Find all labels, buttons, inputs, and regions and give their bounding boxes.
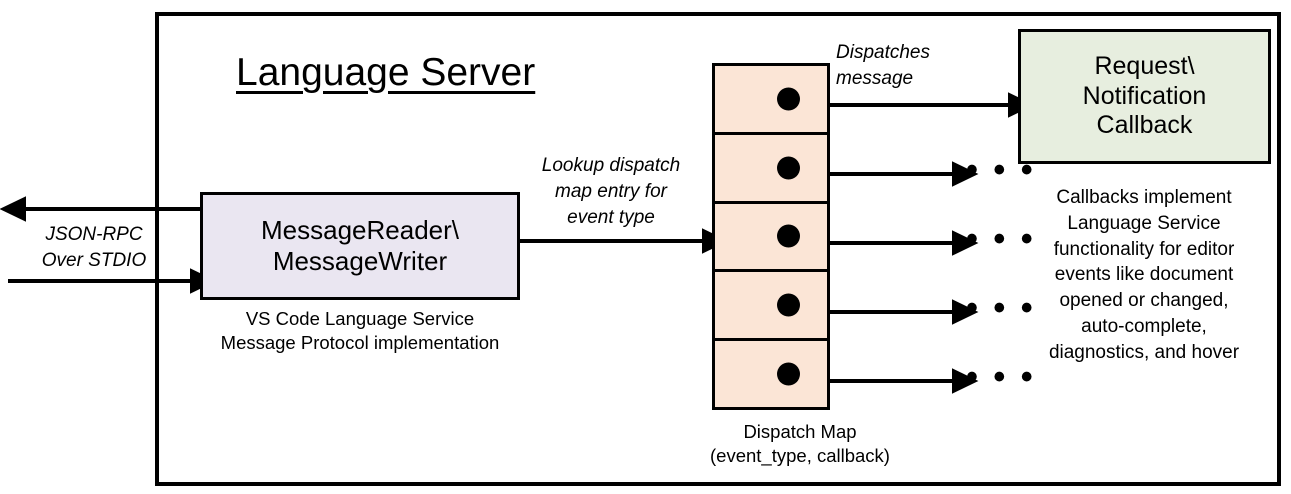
ellipsis-row-3: • • •: [966, 219, 1036, 258]
table-row[interactable]: [715, 204, 827, 273]
dispatch-entry-dot-icon: [777, 293, 800, 317]
message-reader-writer-box[interactable]: MessageReader\ MessageWriter: [200, 192, 520, 300]
dispatch-entry-dot-icon: [777, 362, 800, 386]
table-row[interactable]: [715, 341, 827, 407]
table-row[interactable]: [715, 135, 827, 204]
dispatch-entry-dot-icon: [777, 87, 800, 111]
edge-label-json-rpc: JSON-RPC Over STDIO: [41, 224, 147, 271]
message-reader-writer-caption: VS Code Language Service Message Protoco…: [220, 308, 500, 354]
page-title: Language Server: [236, 51, 536, 94]
dispatch-map-table[interactable]: [712, 63, 830, 410]
request-notification-callback-label: Request\ Notification Callback: [1082, 52, 1207, 140]
edge-label-lookup-dispatch: Lookup dispatch map entry for event type: [541, 155, 681, 228]
table-row[interactable]: [715, 66, 827, 135]
dispatch-entry-dot-icon: [777, 224, 800, 248]
ellipsis-row-5: • • •: [966, 357, 1036, 396]
edge-label-dispatches-message: Dispatches message: [836, 42, 930, 89]
callbacks-description: Callbacks implement Language Service fun…: [1048, 187, 1240, 363]
table-row[interactable]: [715, 272, 827, 342]
dispatch-map-caption: Dispatch Map (event_type, callback): [710, 421, 890, 467]
ellipsis-row-4: • • •: [966, 288, 1036, 327]
request-notification-callback-box[interactable]: Request\ Notification Callback: [1018, 29, 1271, 164]
language-server-boundary: [155, 12, 1281, 486]
message-reader-writer-label: MessageReader\ MessageWriter: [261, 215, 459, 276]
ellipsis-row-2: • • •: [966, 150, 1036, 189]
dispatch-entry-dot-icon: [777, 156, 800, 180]
